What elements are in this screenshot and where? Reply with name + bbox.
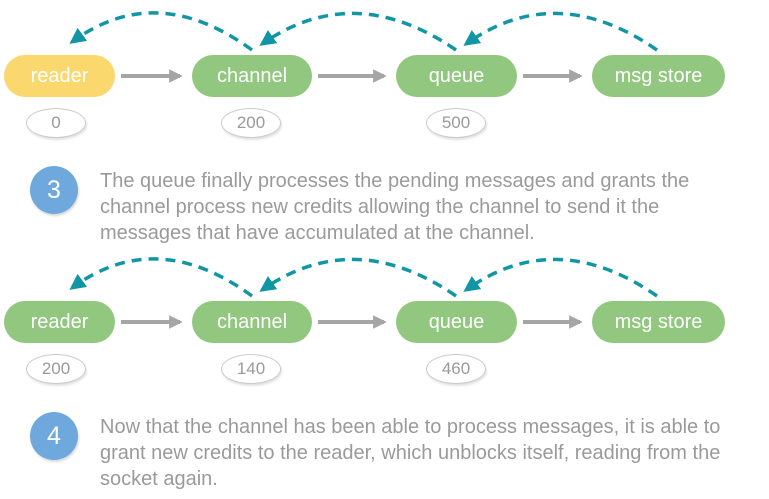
node-queue: queue xyxy=(396,301,517,343)
credit-arrow-msgstore-to-queue xyxy=(463,257,658,298)
step-3-line-1: The queue finally processes the pending … xyxy=(100,170,690,192)
credit-badge-reader: 0 xyxy=(26,108,86,138)
step-4-line-1: Now that the channel has been able to pr… xyxy=(100,416,721,438)
node-reader: reader xyxy=(4,55,115,97)
node-channel-label: channel xyxy=(216,311,288,333)
credit-arrow-channel-to-reader xyxy=(69,11,254,52)
credit-arrow-queue-to-channel xyxy=(259,11,457,52)
step-3-number: 3 xyxy=(47,176,61,204)
step-3-line-2: channel process new credits allowing the… xyxy=(100,196,660,218)
credit-arrow-msgstore-to-queue xyxy=(463,11,658,52)
credit-value: 200 xyxy=(41,359,71,378)
credit-badge-channel: 200 xyxy=(221,108,281,138)
node-queue: queue xyxy=(396,55,517,97)
credit-arrow-queue-to-channel xyxy=(259,257,457,298)
diagram-state-3-arrows xyxy=(69,11,658,83)
diagram-state-4: reader channel queue msg store 200 140 4… xyxy=(0,246,769,391)
step-3-text: The queue finally processes the pending … xyxy=(100,168,765,246)
credit-arrow-channel-to-reader xyxy=(69,257,254,298)
step-4-line-3: socket again. xyxy=(100,468,218,490)
diagram-state-4-arrows xyxy=(69,257,658,329)
step-3-badge: 3 xyxy=(30,166,78,214)
credit-badge-queue: 500 xyxy=(426,108,486,138)
credit-value: 0 xyxy=(51,113,61,132)
step-4-caption: 4 Now that the channel has been able to … xyxy=(0,412,769,492)
credit-value: 500 xyxy=(441,113,471,132)
step-4-line-2: grant new credits to the reader, which u… xyxy=(100,442,721,464)
step-3-line-3: messages that have accumulated at the ch… xyxy=(100,222,535,244)
credit-badge-queue: 460 xyxy=(426,354,486,384)
node-msgstore-label: msg store xyxy=(614,65,703,87)
node-msgstore: msg store xyxy=(592,55,725,97)
credit-badge-channel: 140 xyxy=(221,354,281,384)
credit-value: 140 xyxy=(236,359,266,378)
node-queue-label: queue xyxy=(428,311,485,333)
node-msgstore: msg store xyxy=(592,301,725,343)
node-reader-label: reader xyxy=(30,311,89,333)
node-reader-label: reader xyxy=(30,65,89,87)
node-channel-label: channel xyxy=(216,65,288,87)
step-4-number: 4 xyxy=(47,422,61,450)
node-msgstore-label: msg store xyxy=(614,311,703,333)
diagram-state-3: reader channel queue msg store 0 200 500 xyxy=(0,0,769,145)
credit-value: 200 xyxy=(236,113,266,132)
node-queue-label: queue xyxy=(428,65,485,87)
step-4-text: Now that the channel has been able to pr… xyxy=(100,414,765,492)
node-channel: channel xyxy=(192,55,312,97)
step-4-badge: 4 xyxy=(30,412,78,460)
credit-value: 460 xyxy=(441,359,471,378)
step-3-caption: 3 The queue finally processes the pendin… xyxy=(0,166,769,246)
credit-badge-reader: 200 xyxy=(26,354,86,384)
node-reader: reader xyxy=(4,301,115,343)
node-channel: channel xyxy=(192,301,312,343)
